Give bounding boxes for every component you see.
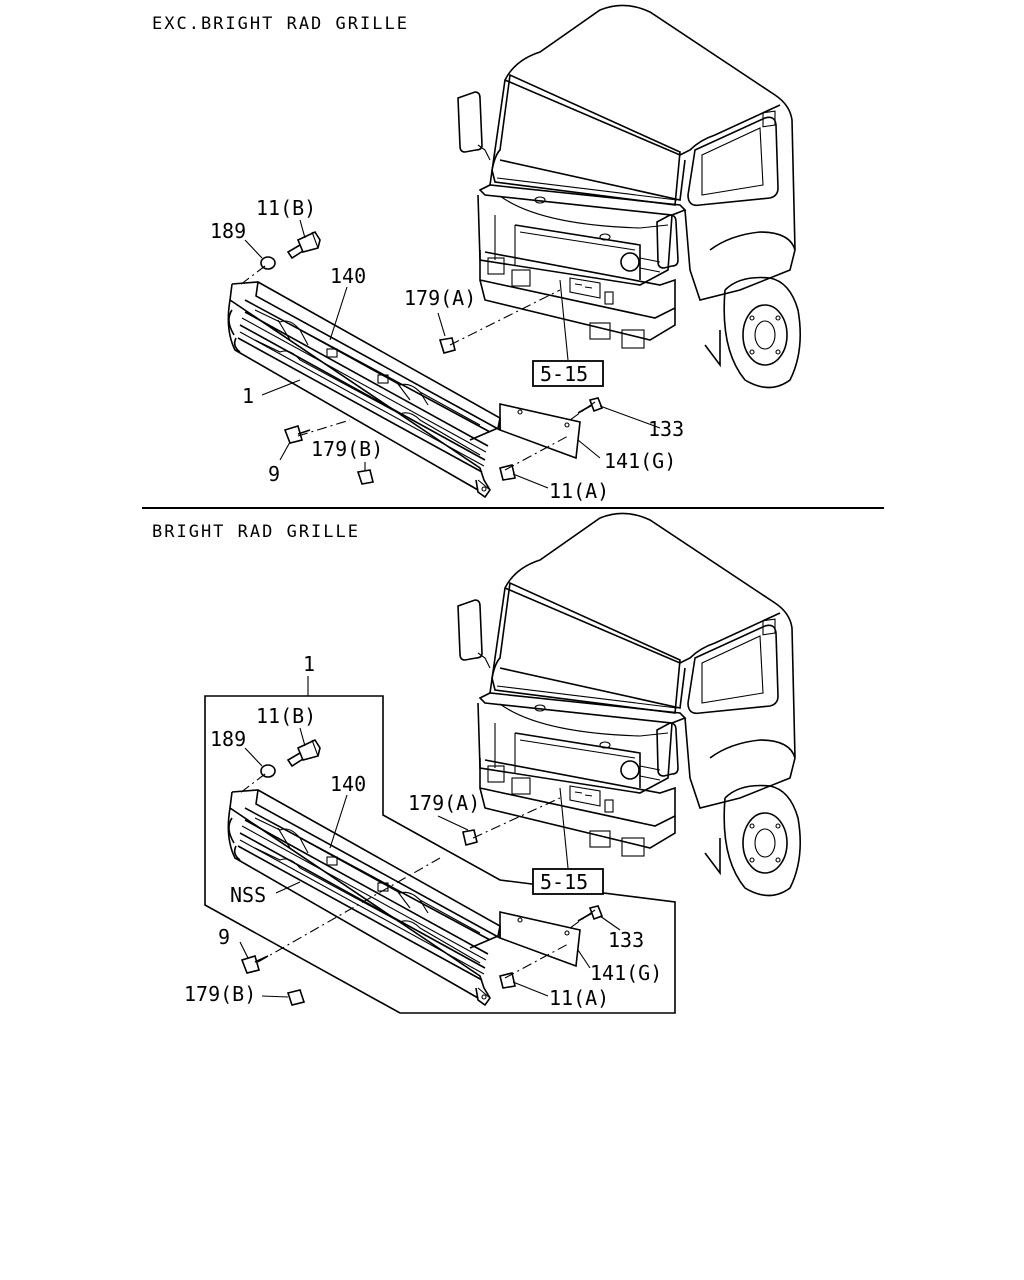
clip-179b-icon [356,469,374,485]
plate-illustration [499,911,581,967]
section-bright-rad-grille: BRIGHT RAD GRILLE [152,512,802,1014]
section-title: EXC.BRIGHT RAD GRILLE [152,14,409,34]
screw-11b-icon [286,738,321,768]
clip-179b-icon [286,989,306,1006]
callout-133: 133 [608,928,644,952]
callout-189: 189 [210,727,246,751]
callout-1: 1 [303,652,315,676]
section-exc-bright-rad-grille: EXC.BRIGHT RAD GRILLE [152,4,802,503]
callout-11b: 11(B) [256,704,316,728]
radiator-grille-illustration [227,789,501,1006]
nut-179a-icon [438,337,456,354]
screw-11b-icon [286,230,321,260]
callout-133: 133 [648,417,684,441]
callout-11b: 11(B) [256,196,316,220]
callout-179a: 179(A) [408,791,480,815]
ref-box [532,360,604,387]
screw-11a-icon [499,464,516,481]
screw-11a-icon [499,972,516,989]
callout-5-15: 5-15 [540,362,588,386]
callout-11a: 11(A) [549,479,609,503]
callout-141g: 141(G) [604,449,676,473]
truck-cab-illustration [457,512,802,897]
callout-179b: 179(B) [184,982,256,1006]
callout-179a: 179(A) [404,286,476,310]
assembly-outline [204,695,676,1014]
plate-illustration [499,403,581,459]
truck-cab-illustration [457,4,802,389]
nut-179a-icon [462,829,478,846]
callout-141g: 141(G) [590,961,662,985]
callout-nss: NSS [230,883,266,907]
callout-9: 9 [268,462,280,486]
callout-9: 9 [218,925,230,949]
ref-box [532,868,604,895]
callout-140: 140 [330,264,366,288]
callout-1: 1 [242,384,254,408]
callout-140: 140 [330,772,366,796]
bolt-9-icon [283,424,311,444]
section-title: BRIGHT RAD GRILLE [152,522,360,542]
callout-5-15: 5-15 [540,870,588,894]
callout-179b: 179(B) [311,437,383,461]
callout-11a: 11(A) [549,986,609,1010]
callout-189: 189 [210,219,246,243]
